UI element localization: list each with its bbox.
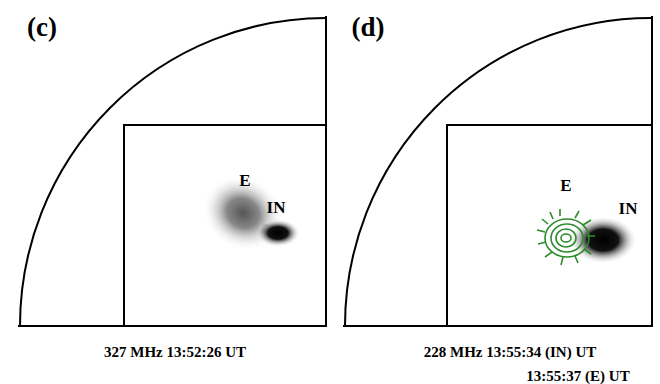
- caption-text: 13:55:37 (E) UT: [526, 369, 629, 384]
- field-box: [124, 125, 326, 326]
- source-e: [189, 161, 298, 265]
- solar-limb: [345, 18, 651, 326]
- source-in: [569, 216, 637, 264]
- source-label: IN: [619, 200, 638, 217]
- solar-limb: [20, 18, 326, 326]
- source-in: [256, 219, 300, 247]
- source-label: E: [560, 177, 571, 194]
- panel-letter: (c): [27, 14, 57, 41]
- source-label: E: [239, 172, 250, 189]
- contour-e: [537, 209, 595, 265]
- field-box: [447, 125, 652, 326]
- source-label: IN: [267, 199, 286, 216]
- panel-letter: (d): [352, 14, 385, 41]
- caption-text: 327 MHz 13:52:26 UT: [104, 345, 246, 360]
- caption-text: 228 MHz 13:55:34 (IN) UT: [424, 345, 596, 360]
